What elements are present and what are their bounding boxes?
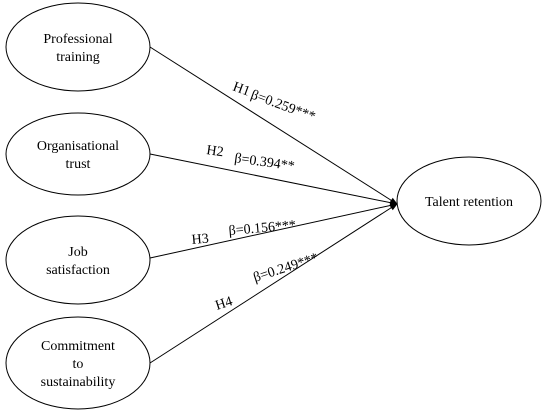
path-arrow-h4 — [149, 203, 398, 364]
path-coefficient-h2: β=0.394** — [233, 151, 295, 174]
node-organisational-trust-label-line-1: Organisational — [37, 139, 119, 154]
paths-layer — [149, 46, 398, 364]
node-talent-retention: Talent retention — [396, 156, 542, 246]
path-arrow-h2 — [149, 153, 398, 206]
node-job-satisfaction-ellipse — [5, 215, 151, 305]
path-coefficient-h3: β=0.156*** — [228, 218, 297, 239]
node-commitment-to-sustainability-label-line-3: sustainability — [41, 375, 116, 390]
node-commitment-to-sustainability: Commitment to sustainability — [5, 316, 151, 410]
node-talent-retention-ellipse — [396, 156, 542, 246]
path-hypothesis-h3: H3 — [191, 232, 209, 248]
node-organisational-trust-label-line-2: trust — [66, 157, 91, 172]
path-arrow-h3 — [149, 202, 398, 259]
node-talent-retention-label-line-1: Talent retention — [425, 195, 513, 210]
node-commitment-to-sustainability-label-line-2: to — [73, 357, 84, 372]
node-organisational-trust-ellipse — [5, 112, 151, 196]
path-hypothesis-h2: H2 — [205, 143, 224, 160]
node-professional-training-label-line-1: Professional — [43, 32, 112, 47]
path-coefficient-h4: β=0.249*** — [252, 251, 321, 286]
node-commitment-to-sustainability-ellipse — [5, 316, 151, 410]
node-commitment-to-sustainability-label-line-1: Commitment — [41, 339, 115, 354]
node-professional-training: Professional training — [5, 2, 151, 92]
path-coefficient-h1: β=0.259*** — [249, 88, 318, 125]
node-professional-training-label-line-2: training — [56, 50, 100, 65]
path-hypothesis-h4: H4 — [214, 294, 235, 314]
node-organisational-trust: Organisational trust — [5, 112, 151, 196]
node-professional-training-ellipse — [5, 2, 151, 92]
path-arrow-h1 — [149, 46, 398, 205]
node-job-satisfaction-label-line-1: Job — [68, 245, 87, 260]
node-job-satisfaction-label-line-2: satisfaction — [46, 263, 110, 278]
node-job-satisfaction: Job satisfaction — [5, 215, 151, 305]
path-hypothesis-h1: H1 — [231, 80, 252, 100]
